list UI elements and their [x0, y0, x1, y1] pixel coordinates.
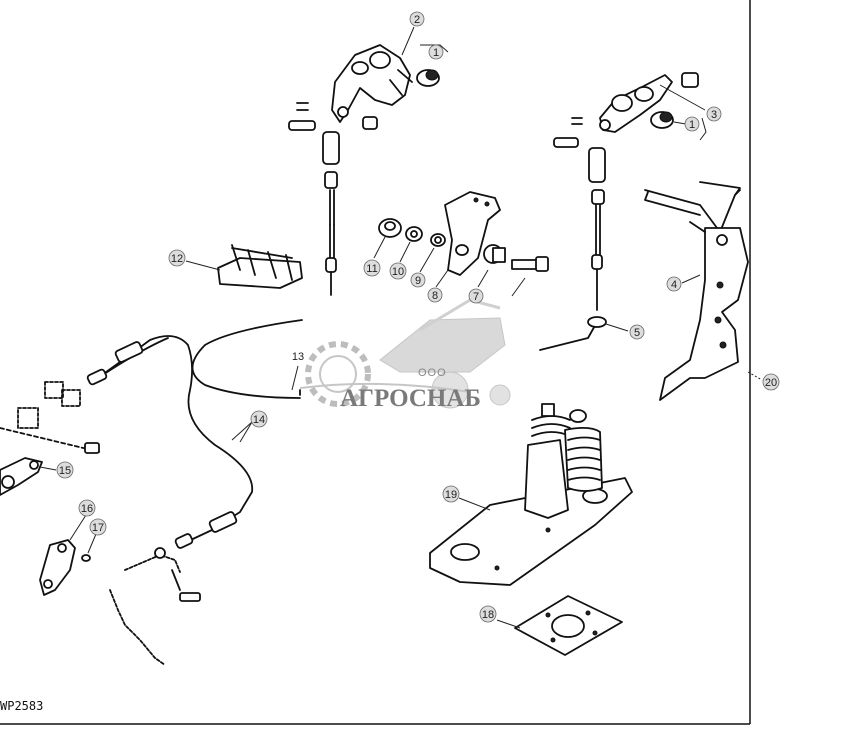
callout-c17-label: 17 — [92, 522, 104, 534]
callout-c19: 19 — [442, 485, 491, 511]
callout-c1b: 1 — [673, 116, 707, 141]
right-vertical-rod — [553, 117, 606, 311]
leader-bolt — [511, 277, 526, 297]
rubber-boot-left — [524, 403, 571, 519]
spacer-7 — [483, 244, 506, 264]
callout-c13: 13 — [291, 351, 304, 391]
figure-code: WP2583 — [0, 699, 43, 713]
lever-15 — [0, 457, 43, 496]
clamp-12 — [217, 244, 303, 289]
washer-9 — [430, 233, 446, 247]
pin-17 — [81, 554, 91, 562]
bushing-1b — [650, 111, 674, 129]
callout-c3-label: 3 — [711, 109, 717, 121]
leader-20 — [747, 371, 763, 381]
callout-c1b-label: 1 — [689, 119, 695, 131]
callout-c14: 14 — [231, 410, 268, 443]
watermark-company: ООО — [418, 367, 447, 379]
bushing-1a — [416, 69, 440, 87]
callout-c20: 20 — [762, 373, 780, 391]
callout-c17: 17 — [87, 518, 107, 554]
callout-c18-label: 18 — [482, 609, 494, 621]
gasket-18 — [514, 595, 623, 656]
callout-c9-label: 9 — [415, 275, 421, 287]
callout-c16-label: 16 — [81, 503, 93, 515]
callout-c10: 10 — [389, 241, 411, 280]
callout-c15: 15 — [39, 461, 74, 479]
callout-c4: 4 — [666, 274, 701, 292]
watermark-logo — [299, 298, 511, 409]
washer-10 — [405, 226, 423, 242]
cable-13 — [191, 319, 303, 399]
callout-c7: 7 — [468, 269, 489, 304]
cable-14 — [86, 335, 254, 549]
callout-c15-label: 15 — [59, 465, 71, 477]
rubber-boot-right — [564, 409, 603, 492]
upper-right-lever-bracket — [599, 74, 673, 133]
callout-c19-label: 19 — [445, 489, 457, 501]
callout-c7-label: 7 — [473, 291, 479, 303]
linkage-lower-left — [109, 547, 201, 666]
callout-c4-label: 4 — [671, 279, 677, 291]
callout-c18: 18 — [479, 605, 521, 629]
upper-left-lever-bracket — [331, 44, 413, 123]
callout-c16: 16 — [69, 499, 96, 541]
callout-c2-label: 2 — [414, 14, 420, 26]
callout-c14-label: 14 — [253, 414, 265, 426]
callout-c13-label: 13 — [292, 351, 304, 363]
bolt-6 — [511, 256, 549, 272]
callout-c5-label: 5 — [634, 327, 640, 339]
nut-11 — [378, 218, 402, 238]
callout-c20-label: 20 — [765, 377, 777, 389]
connector-5 — [539, 316, 607, 351]
callout-c12-label: 12 — [171, 253, 183, 265]
small-bushing-top-right — [681, 72, 699, 88]
callout-c11-label: 11 — [366, 263, 377, 275]
callout-c8: 8 — [427, 269, 449, 303]
small-bushing-top-left — [362, 116, 378, 130]
callout-c10-label: 10 — [392, 266, 404, 278]
callout-c8-label: 8 — [432, 290, 438, 302]
callout-c5: 5 — [605, 323, 645, 340]
callout-c11: 11 — [363, 236, 386, 277]
watermark-name: АГРОСНАБ — [340, 385, 481, 412]
arm-16 — [39, 539, 76, 596]
callout-c2: 2 — [401, 11, 425, 56]
bracket-frame-4 — [644, 181, 749, 401]
lever-plate-8 — [444, 191, 501, 276]
frame-border — [0, 0, 751, 725]
callout-c9: 9 — [410, 247, 435, 288]
callout-c1a-label: 1 — [433, 47, 439, 59]
callout-c12: 12 — [168, 249, 221, 271]
callout-c3: 3 — [659, 84, 722, 122]
callout-c1a: 1 — [420, 44, 449, 60]
left-vertical-rod — [288, 102, 340, 296]
left-dashed-parts — [0, 381, 101, 454]
